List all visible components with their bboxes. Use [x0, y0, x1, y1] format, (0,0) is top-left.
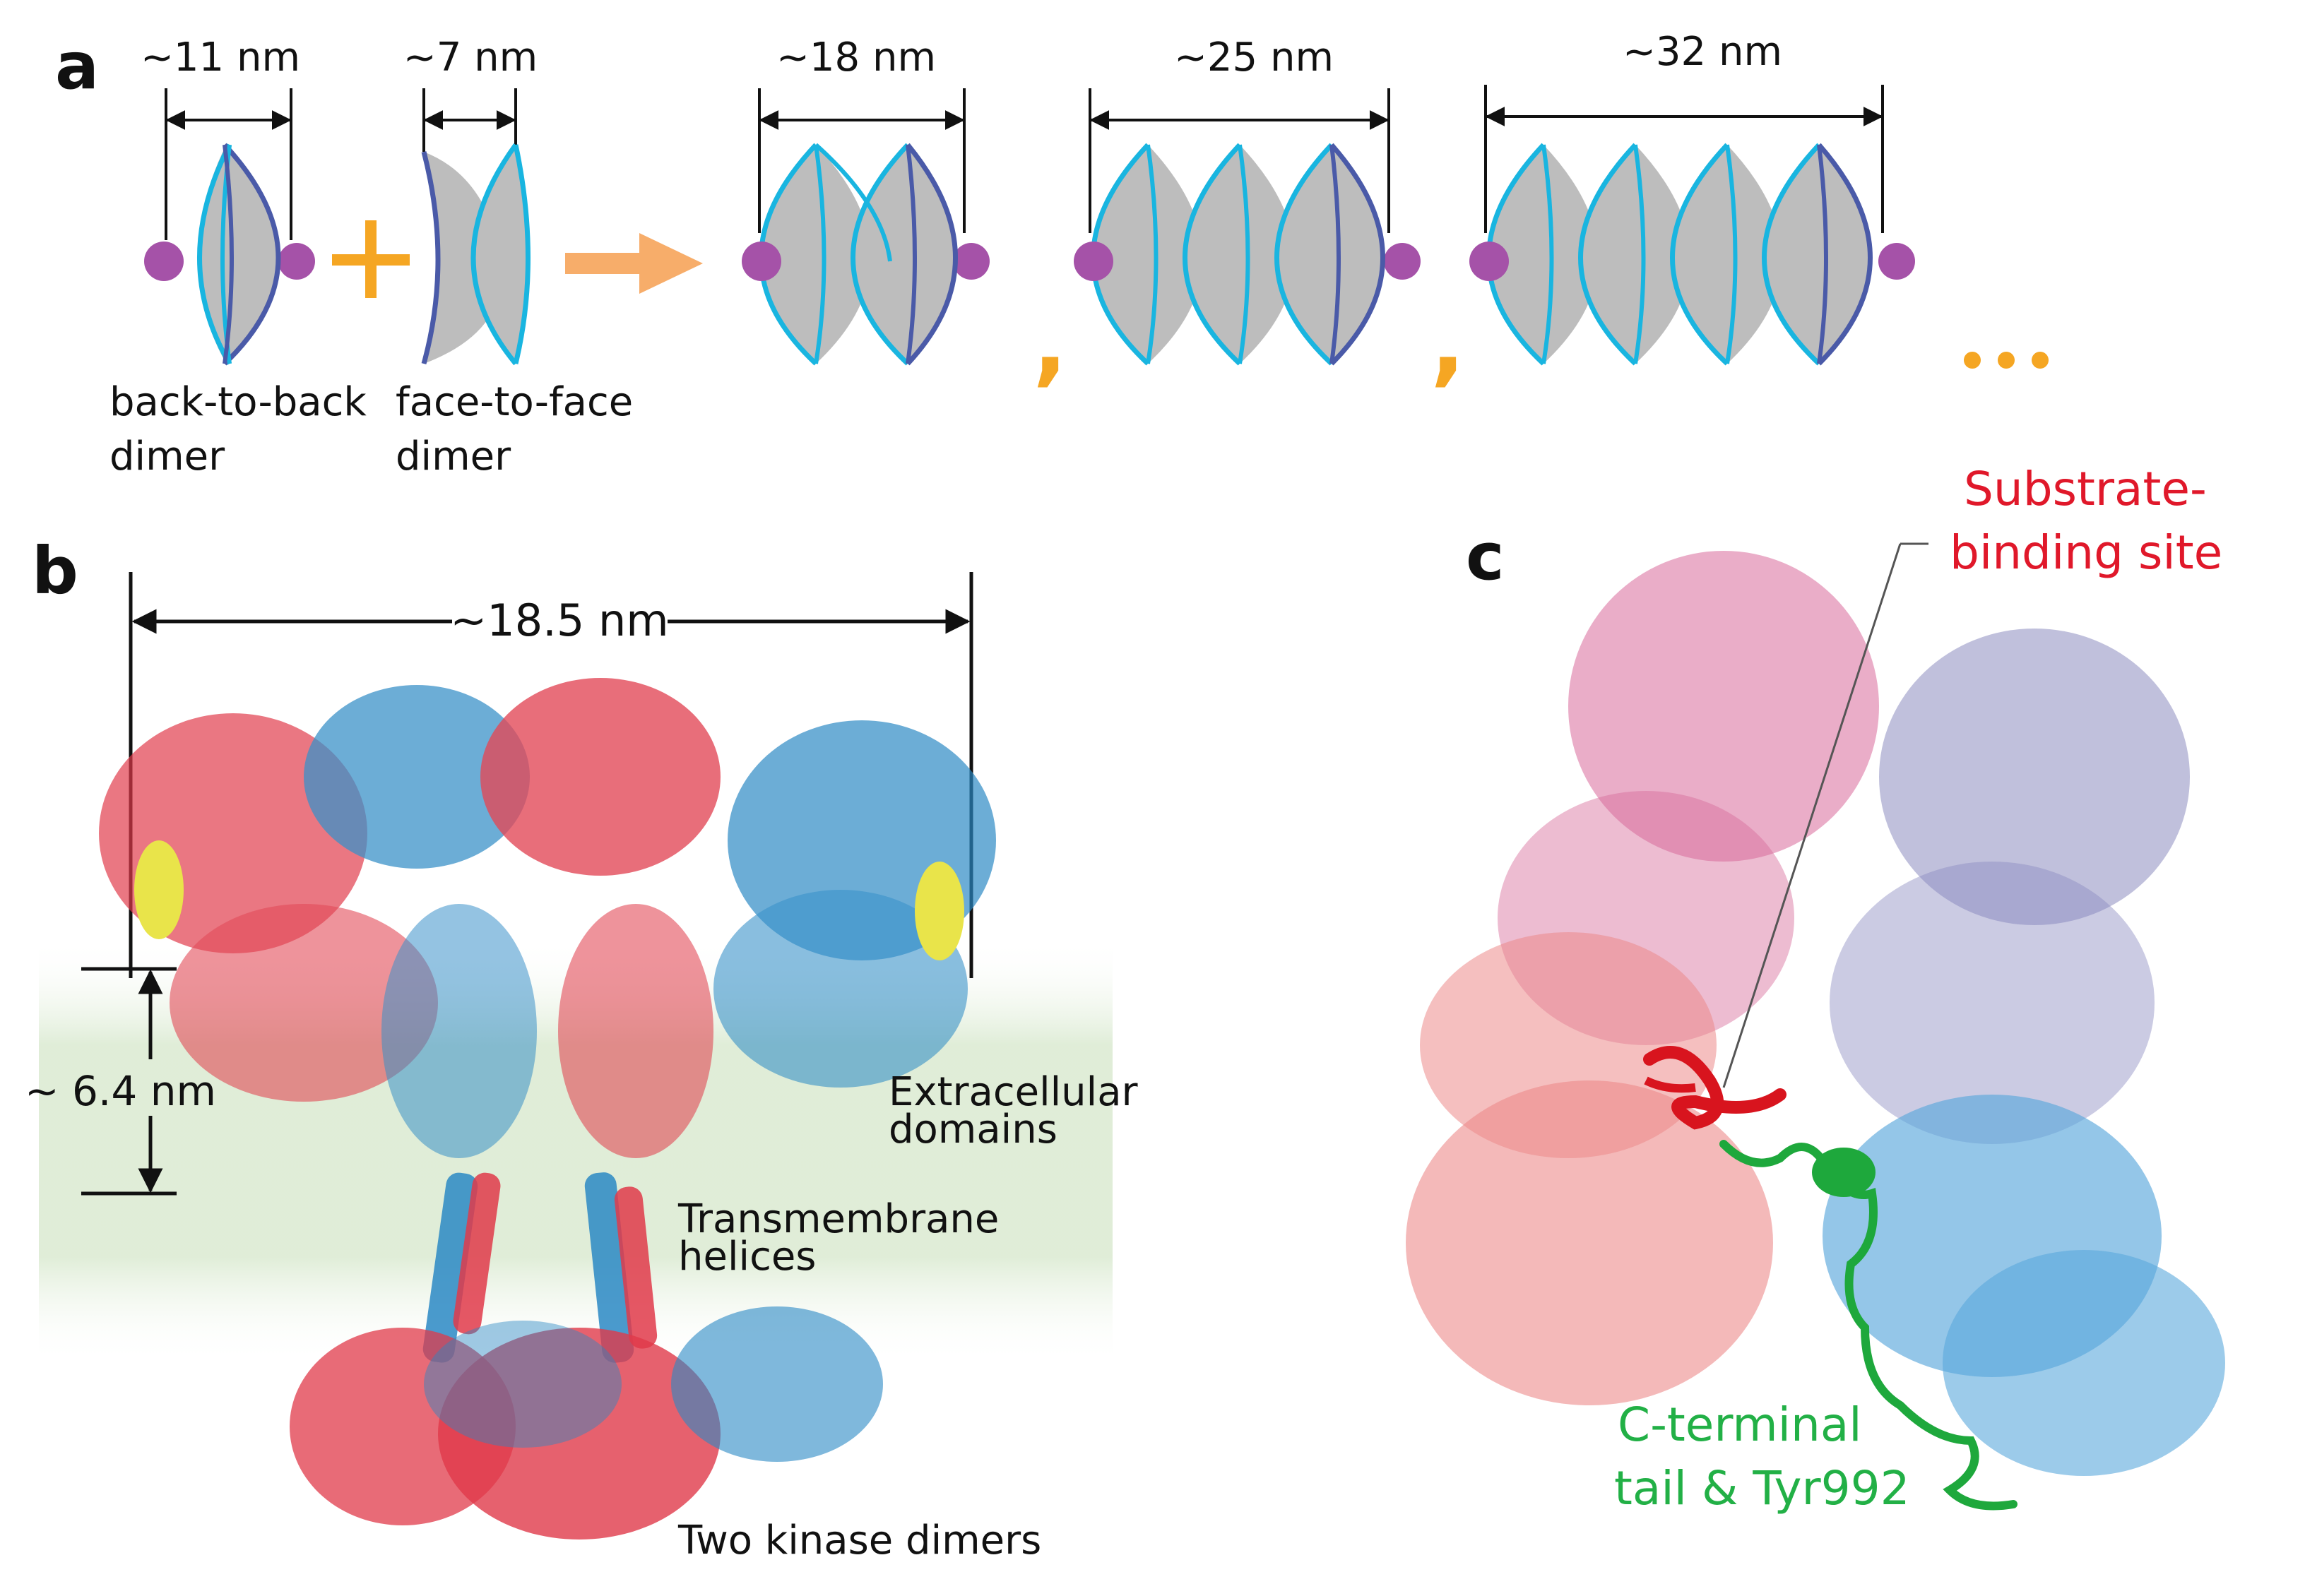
dim-label-18nm: ~18 nm [776, 35, 936, 81]
ellipsis-dots [1964, 352, 2049, 369]
label-substrate-line1: Substrate- [1964, 462, 2207, 516]
dim-label-7nm: ~7 nm [403, 35, 538, 81]
label-tail-line1: C-terminal [1618, 1398, 1862, 1452]
face-to-face-dimer [421, 143, 531, 366]
dim-label-11nm: ~11 nm [141, 35, 300, 81]
substrate-binding-site [1643, 1046, 1786, 1130]
tetramer-chain [742, 143, 990, 366]
panel-a-label: a [55, 28, 99, 104]
transmembrane-helices-structure [422, 1172, 658, 1363]
panel-c: c Substrate- binding site C-terminal [1406, 462, 2225, 1515]
dim-25nm: ~25 nm [1089, 35, 1390, 233]
c-terminal-tail [1719, 1140, 2017, 1511]
label-kinase-dimers: Two kinase dimers [677, 1518, 1041, 1564]
dim-11nm: ~11 nm [141, 35, 300, 240]
label-transmembrane-line2: helices [678, 1234, 816, 1280]
panel-c-label: c [1466, 519, 1505, 595]
extracellular-domains-structure [99, 678, 996, 1158]
hexamer-chain [1074, 143, 1421, 366]
dim-18nm: ~18 nm [758, 35, 966, 233]
separator-comma-2: , [1430, 289, 1465, 396]
octamer-chain [1469, 143, 1915, 366]
dim-label-6-4nm: ~ 6.4 nm [25, 1067, 216, 1115]
label-extracellular-line2: domains [889, 1107, 1057, 1153]
separator-comma-1: , [1033, 289, 1067, 396]
dim-label-25nm: ~25 nm [1174, 35, 1334, 81]
kinase-structure-left [1406, 551, 1879, 1405]
kinase-structure-right [1823, 629, 2225, 1476]
assembly-arrow [565, 233, 703, 294]
panel-b-label: b [32, 533, 78, 609]
label-substrate-line2: binding site [1950, 525, 2222, 580]
label-transmembrane-line1: Transmembrane [677, 1196, 999, 1242]
label-extracellular-line1: Extracellular [889, 1069, 1139, 1115]
dim-7nm: ~7 nm [403, 35, 538, 152]
substrate-leader-line [1722, 543, 1902, 1088]
caption-face-to-face-line2: dimer [396, 434, 511, 480]
panel-b: b ~18.5 nm ~ 6.4 nm [25, 533, 1139, 1564]
caption-back-to-back-line2: dimer [109, 434, 225, 480]
caption-face-to-face-line1: face-to-face [396, 379, 633, 425]
dim-32nm: ~32 nm [1484, 29, 1884, 233]
dim-label-18-5nm: ~18.5 nm [450, 595, 668, 646]
label-tail-line2: tail & Tyr992 [1614, 1461, 1910, 1515]
caption-back-to-back-line1: back-to-back [109, 379, 367, 425]
dim-label-32nm: ~32 nm [1623, 29, 1782, 75]
back-to-back-dimer [144, 143, 315, 366]
panel-a: a ~11 nm ~7 nm ~18 nm ~25 nm [55, 28, 2049, 480]
plus-sign [332, 220, 410, 298]
kinase-dimers-structure [290, 1306, 883, 1540]
